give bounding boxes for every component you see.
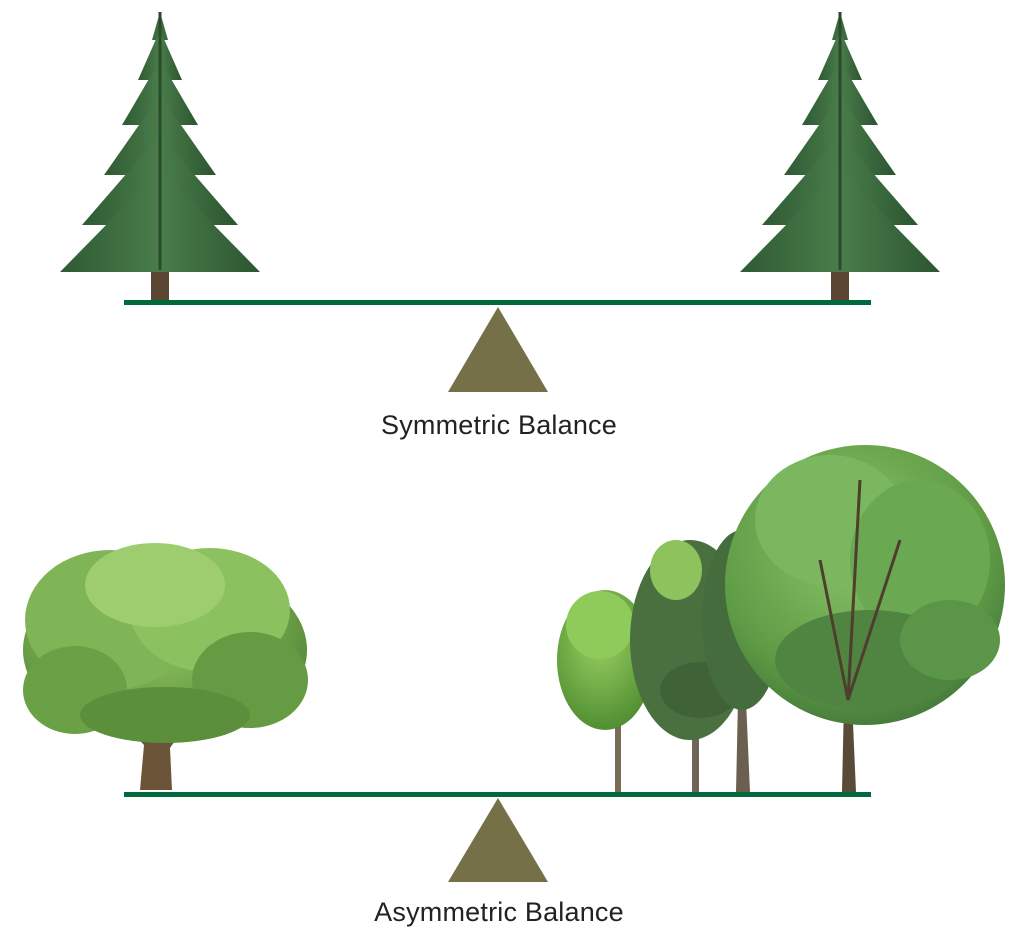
pine-tree-icon [740, 12, 940, 301]
large-maple-tree [725, 445, 1005, 792]
symmetric-fulcrum [448, 307, 548, 392]
pine-tree-icon [60, 12, 260, 301]
small-tree [557, 590, 653, 792]
symmetric-balance-group [60, 12, 940, 392]
asymmetric-beam [124, 792, 871, 797]
tree-group-icon [557, 445, 1005, 792]
asymmetric-balance-group [23, 445, 1005, 882]
asymmetric-balance-caption: Asymmetric Balance [374, 897, 624, 927]
symmetric-balance-caption: Symmetric Balance [381, 410, 617, 440]
symmetric-beam [124, 300, 871, 305]
broad-oak-tree-icon [23, 543, 308, 790]
asymmetric-fulcrum [448, 798, 548, 882]
